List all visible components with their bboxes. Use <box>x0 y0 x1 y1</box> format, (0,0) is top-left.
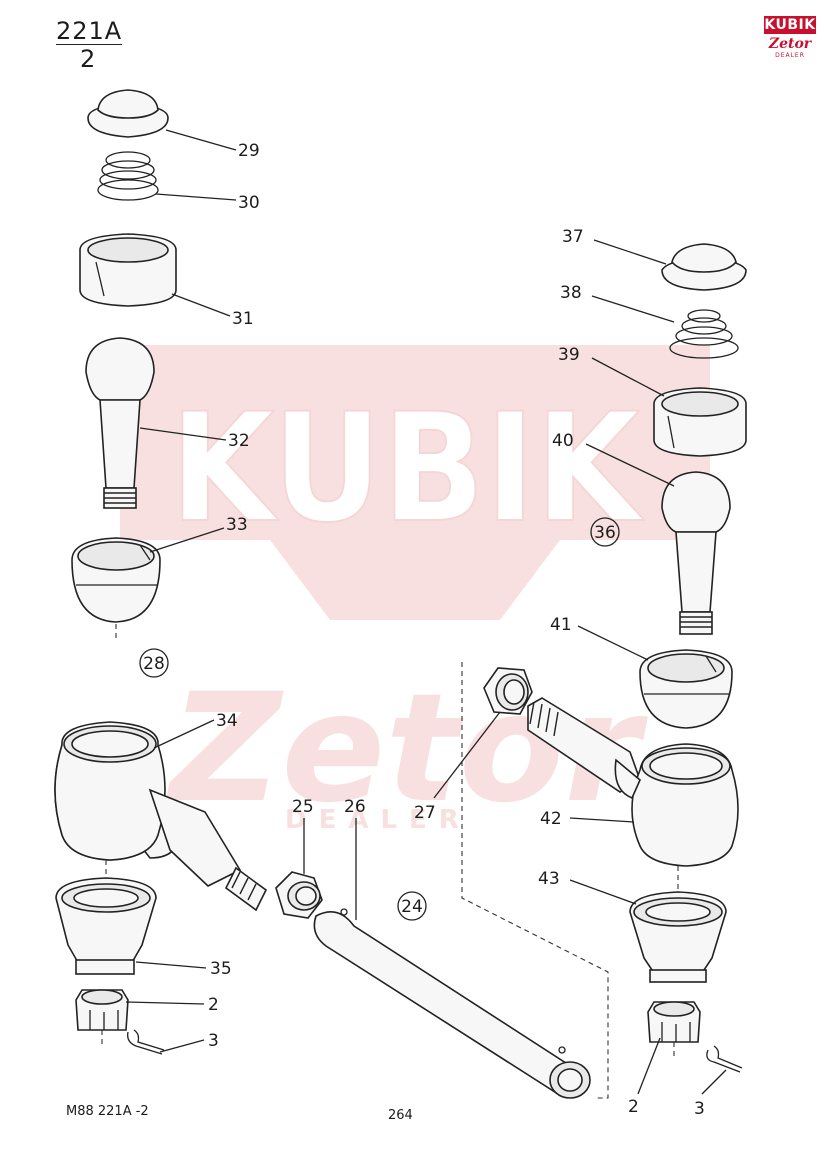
callout-labels: 29 30 31 32 33 34 35 2 3 25 26 27 37 38 … <box>208 141 705 1119</box>
part-35-boot <box>55 877 157 975</box>
part-39-split-ring <box>653 387 747 457</box>
part-37-dust-cap <box>661 243 747 291</box>
logo-brand: KUBIK <box>764 16 816 34</box>
callout-2-right: 2 <box>628 1097 639 1117</box>
footer-reference: M88 221A -2 <box>66 1104 149 1119</box>
part-41-split-bushing <box>639 649 733 729</box>
part-43-boot <box>629 891 727 983</box>
callout-34: 34 <box>216 711 238 731</box>
callout-32: 32 <box>228 431 250 451</box>
part-33-split-bushing <box>71 537 161 623</box>
part-34-tie-rod-end <box>54 721 268 912</box>
assembly-24: 24 <box>401 897 423 917</box>
assembly-28: 28 <box>143 654 165 674</box>
callout-2-left: 2 <box>208 995 219 1015</box>
part-3-cotter-pin-right <box>706 1045 743 1073</box>
callout-30: 30 <box>238 193 260 213</box>
callout-39: 39 <box>558 345 580 365</box>
callout-37: 37 <box>562 227 584 247</box>
assembly-guide-lines <box>101 624 679 1099</box>
watermark-kubik: KUBIK <box>170 382 644 556</box>
callout-29: 29 <box>238 141 260 161</box>
part-2-castle-nut-right <box>647 1001 701 1043</box>
part-30-spring <box>97 151 159 201</box>
part-3-cotter-pin-left <box>127 1029 165 1055</box>
drawing-code: 221A <box>56 17 123 45</box>
part-42-tie-rod-end <box>527 697 739 867</box>
watermark-dealer: DEALER <box>285 805 471 835</box>
part-2-castle-nut-left <box>75 989 129 1031</box>
callout-3-left: 3 <box>208 1031 219 1051</box>
watermark: KUBIK Zetor DEALER <box>120 345 710 836</box>
footer-page-number: 264 <box>388 1108 413 1123</box>
logo-partner: Zetor <box>768 36 812 52</box>
part-32-ball-pin <box>85 337 155 509</box>
part-40-ball-pin <box>661 471 731 635</box>
part-31-split-ring <box>79 233 177 307</box>
part-29-dust-cap <box>87 89 169 138</box>
part-25-nut <box>275 871 323 919</box>
callout-41: 41 <box>550 615 572 635</box>
callout-43: 43 <box>538 869 560 889</box>
part-27-nut <box>483 667 533 715</box>
part-38-spring <box>669 309 739 359</box>
callout-38: 38 <box>560 283 582 303</box>
callout-25: 25 <box>292 797 314 817</box>
brand-logo: KUBIK Zetor DEALER <box>764 16 816 60</box>
callout-35: 35 <box>210 959 232 979</box>
callout-26: 26 <box>344 797 366 817</box>
callout-31: 31 <box>232 309 254 329</box>
assembly-markers: 28 36 24 <box>139 517 620 921</box>
leader-lines <box>125 129 727 1095</box>
part-26-tube <box>313 908 591 1099</box>
assembly-36: 36 <box>594 523 616 543</box>
callout-42: 42 <box>540 809 562 829</box>
callout-33: 33 <box>226 515 248 535</box>
drawing-sheet: 2 <box>80 45 97 73</box>
callout-40: 40 <box>552 431 574 451</box>
callout-27: 27 <box>414 803 436 823</box>
logo-tag: DEALER <box>775 52 805 59</box>
callout-3-right: 3 <box>694 1099 705 1119</box>
